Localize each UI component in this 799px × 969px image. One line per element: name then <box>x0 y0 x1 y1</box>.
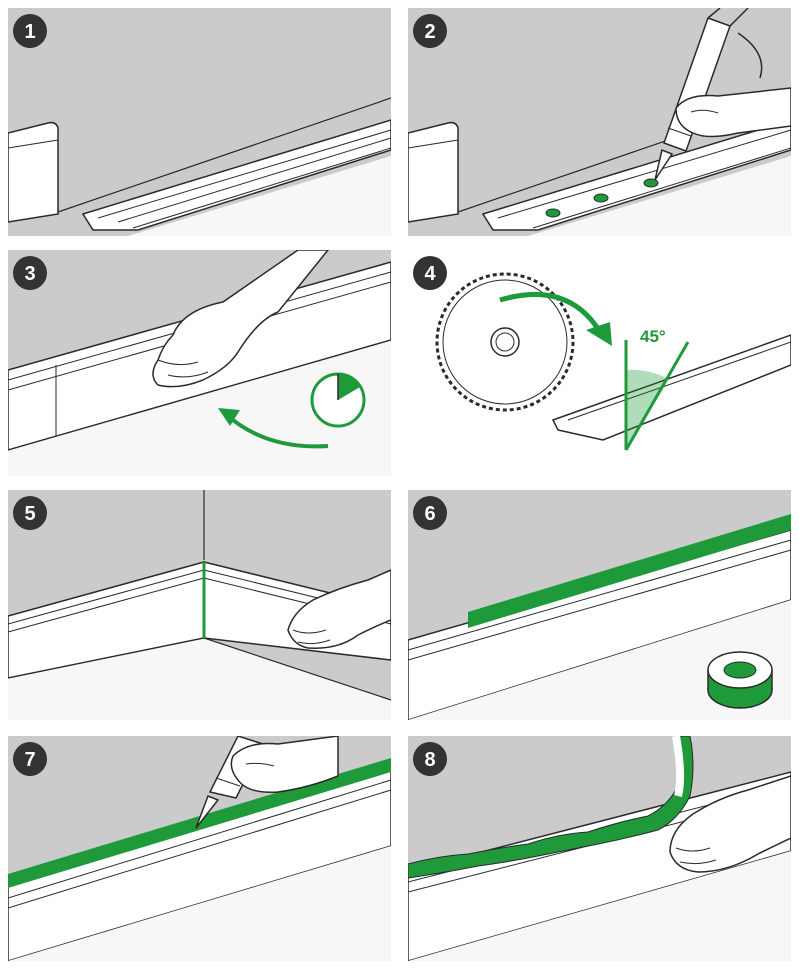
hand-icon <box>669 775 791 873</box>
hand-icon <box>287 569 391 649</box>
adhesive-dot <box>643 178 659 188</box>
angle-label: 45° <box>640 327 666 346</box>
step-1-panel: 1 <box>8 8 391 236</box>
saw-blade-icon <box>435 272 575 412</box>
mitred-skirting-board <box>551 334 791 441</box>
step-2-panel: 2 <box>408 8 791 236</box>
step-7-panel: 7 <box>8 736 391 961</box>
adhesive-dot <box>593 193 609 203</box>
mounted-skirting-board <box>8 121 59 223</box>
step-number: 3 <box>24 263 35 285</box>
step-number: 5 <box>24 503 35 525</box>
step-5-panel: 5 <box>8 490 391 720</box>
mounted-skirting-board <box>408 121 459 223</box>
peeled-tape-strip <box>408 736 694 879</box>
step-number: 8 <box>424 749 435 771</box>
loose-skirting-board <box>81 119 391 231</box>
curved-arrow-icon <box>499 292 612 346</box>
masking-tape-strip <box>468 514 791 628</box>
hand-icon <box>675 87 791 138</box>
step-number: 2 <box>424 21 435 43</box>
curved-arrow-icon <box>218 408 329 449</box>
step-number: 7 <box>24 749 35 771</box>
step-3-panel: 3 <box>8 250 391 476</box>
step-8-panel: 8 <box>408 736 791 961</box>
step-4-panel: 45° 4 <box>408 250 791 476</box>
hand-icon <box>152 250 329 388</box>
angle-indicator <box>624 340 690 451</box>
step-number: 4 <box>424 263 436 285</box>
tape-roll-icon <box>707 651 773 709</box>
step-6-panel: 6 <box>408 490 791 720</box>
clock-icon <box>310 372 366 428</box>
loose-skirting-board <box>481 119 791 231</box>
step-number: 1 <box>24 21 35 43</box>
step-number: 6 <box>424 503 435 525</box>
adhesive-dot <box>545 208 561 218</box>
hand-icon <box>230 736 339 793</box>
